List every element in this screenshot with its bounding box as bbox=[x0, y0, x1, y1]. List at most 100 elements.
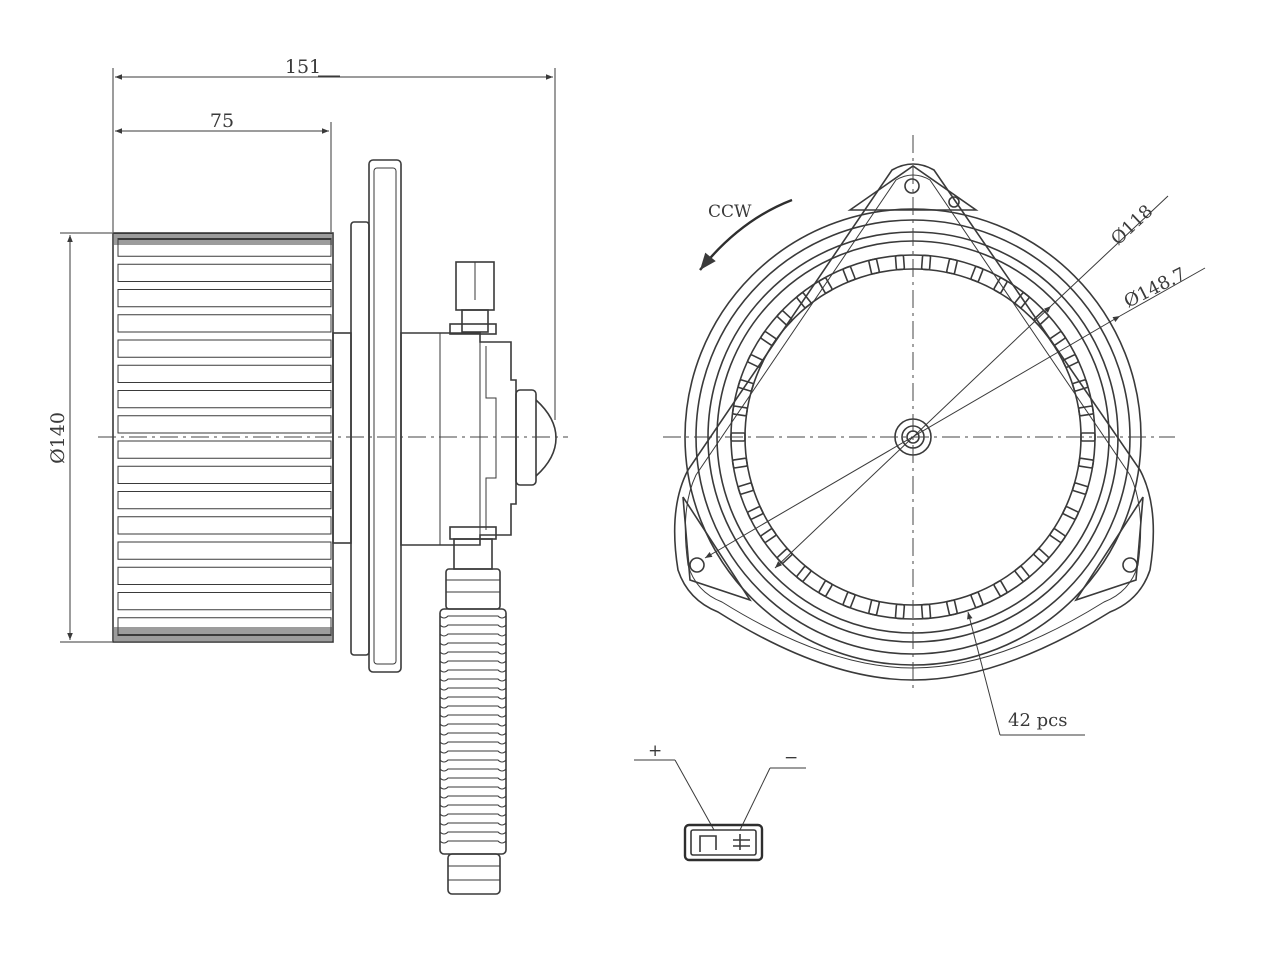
side-blade bbox=[117, 289, 332, 308]
front-blade-slot bbox=[945, 599, 958, 616]
cable-rib bbox=[439, 750, 507, 754]
blade-count-label: 42 pcs bbox=[1008, 710, 1067, 731]
front-blade-slot bbox=[993, 277, 1008, 294]
front-blade-slot bbox=[776, 548, 793, 564]
front-blade-slot bbox=[970, 265, 984, 283]
inner-diameter-label: Ø118 bbox=[1107, 201, 1157, 250]
cable-rib bbox=[439, 822, 507, 826]
front-blade-slot bbox=[796, 292, 812, 309]
side-blade bbox=[117, 566, 332, 585]
cable-rib bbox=[439, 723, 507, 727]
cable-rib bbox=[439, 660, 507, 664]
front-blade-slot bbox=[945, 258, 958, 275]
front-blade-slot bbox=[737, 482, 755, 495]
front-blade-slot bbox=[920, 603, 932, 620]
front-blade-slot bbox=[894, 603, 906, 620]
front-blade-slot bbox=[746, 354, 764, 369]
side-blade bbox=[117, 339, 332, 358]
connector-body bbox=[683, 823, 764, 862]
fan-blades bbox=[114, 233, 332, 641]
front-blade-slot bbox=[1071, 379, 1089, 392]
blade-count-callout: 42 pcs bbox=[967, 611, 1085, 736]
front-blade-slot bbox=[731, 457, 749, 469]
front-blade-slot bbox=[868, 258, 881, 275]
side-blade bbox=[117, 465, 332, 484]
front-blade-slot bbox=[1033, 310, 1050, 326]
positive-terminal-label: + bbox=[648, 741, 662, 761]
outer-diameter-label: Ø148.7 bbox=[1121, 264, 1190, 313]
cable-rib bbox=[439, 741, 507, 745]
rotation-indicator: CCW bbox=[699, 198, 793, 271]
dimension-outer-diameter: Ø148.7 bbox=[704, 264, 1206, 559]
cable-rib bbox=[439, 777, 507, 781]
hub-ring bbox=[332, 332, 352, 544]
housing-outline bbox=[673, 163, 1155, 681]
front-blade-slot bbox=[1077, 457, 1095, 469]
right-mount-hole bbox=[1122, 557, 1138, 573]
cable-rib bbox=[439, 732, 507, 736]
dimension-fan-length: 75 bbox=[115, 110, 329, 134]
cable-rib bbox=[439, 669, 507, 673]
front-blade-slot bbox=[1071, 482, 1089, 495]
side-blade bbox=[117, 390, 332, 409]
side-blade bbox=[117, 364, 332, 383]
front-blade-slot bbox=[818, 277, 833, 294]
front-blade-slot bbox=[842, 591, 856, 609]
cable-connector bbox=[445, 526, 501, 610]
front-blade-slot bbox=[842, 265, 856, 283]
side-blade bbox=[117, 491, 332, 510]
front-blade-slot bbox=[1014, 565, 1030, 582]
front-blade-slot bbox=[760, 528, 777, 544]
corrugated-cable bbox=[439, 608, 507, 895]
cable-rib bbox=[439, 678, 507, 682]
negative-terminal-label: − bbox=[784, 748, 798, 768]
front-blade-slot bbox=[1049, 528, 1066, 544]
front-blade-slot bbox=[1033, 548, 1050, 564]
cable-rib bbox=[439, 615, 507, 619]
dimension-inner-diameter: Ø118 bbox=[774, 195, 1169, 569]
front-blade-slot bbox=[796, 565, 812, 582]
front-blade-slot bbox=[746, 505, 764, 520]
cable-rib bbox=[439, 840, 507, 844]
front-blade-slot bbox=[1049, 330, 1066, 346]
side-blade bbox=[117, 314, 332, 333]
top-mount-hole bbox=[904, 178, 920, 194]
cable-rib bbox=[439, 696, 507, 700]
dimension-overall-length: 151 bbox=[115, 56, 553, 80]
inner-plate bbox=[350, 221, 370, 656]
front-blade-slot bbox=[818, 580, 833, 597]
side-blade bbox=[117, 516, 332, 535]
side-blade bbox=[117, 238, 332, 257]
connector-pinout: + − bbox=[634, 741, 806, 862]
cable-rib bbox=[439, 786, 507, 790]
top-connector bbox=[449, 261, 497, 335]
motor-housing bbox=[400, 332, 557, 546]
cable-rib bbox=[439, 633, 507, 637]
cable-rib bbox=[439, 642, 507, 646]
front-blade-slot bbox=[760, 330, 777, 346]
side-blade bbox=[117, 617, 332, 636]
front-blade-slot bbox=[1062, 505, 1080, 520]
cable-rib bbox=[439, 831, 507, 835]
cable-rib bbox=[439, 768, 507, 772]
front-blade-slot bbox=[894, 254, 906, 271]
cable-rib bbox=[439, 813, 507, 817]
cable-rib bbox=[439, 795, 507, 799]
rotation-label: CCW bbox=[708, 202, 752, 222]
cable-rib bbox=[439, 687, 507, 691]
front-blade-slot bbox=[920, 254, 932, 271]
cable-rib bbox=[439, 705, 507, 709]
side-blade bbox=[117, 592, 332, 611]
front-view: CCW Ø118 Ø148.7 42 pcs bbox=[663, 135, 1206, 736]
side-blade bbox=[117, 415, 332, 434]
cable-rib bbox=[439, 804, 507, 808]
cable-rib bbox=[439, 759, 507, 763]
overall-length-label: 151 bbox=[285, 56, 321, 78]
cable-rib bbox=[439, 624, 507, 628]
fan-diameter-label: Ø140 bbox=[47, 412, 69, 464]
front-blade-slot bbox=[1014, 292, 1030, 309]
dimension-fan-diameter: Ø140 bbox=[47, 232, 112, 643]
side-blade bbox=[117, 440, 332, 459]
